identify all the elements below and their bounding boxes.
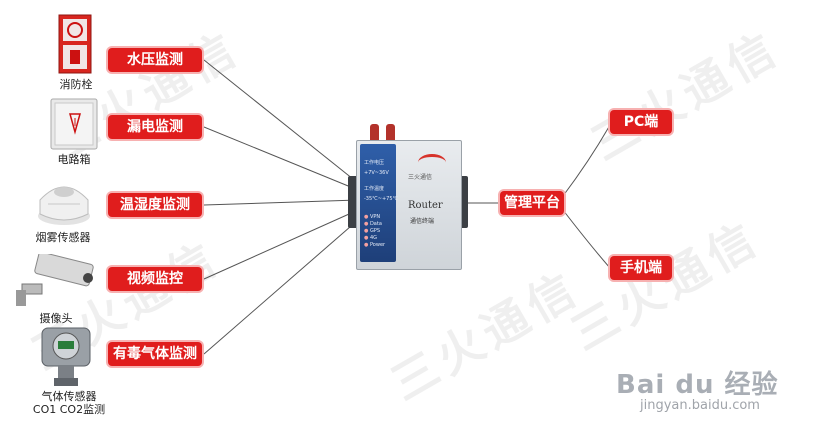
device-label: 电路箱 xyxy=(57,153,91,166)
line-temp-humidity xyxy=(203,199,359,206)
device-label: 烟雾传感器 xyxy=(35,231,91,244)
device-label-line2: CO1 CO2监测 xyxy=(32,403,106,416)
led-4g: ● 4G xyxy=(364,235,378,241)
line-gas xyxy=(203,219,359,355)
router-model: Router xyxy=(408,200,443,211)
tag-water-pressure: 水压监测 xyxy=(108,48,202,72)
tag-temp-humidity: 温湿度监测 xyxy=(108,193,202,217)
baidu-logo: Bai du 经验 xyxy=(616,370,779,400)
tag-management-platform: 管理平台 xyxy=(500,191,564,215)
router-logo-icon xyxy=(418,154,446,171)
electrical-box-icon xyxy=(50,98,98,154)
device-label-line1: 气体传感器 xyxy=(41,390,97,403)
tag-video: 视频监控 xyxy=(108,267,202,291)
baidu-url: jingyan.baidu.com xyxy=(640,398,760,413)
router-spec-2-value: -35℃~+75℃ xyxy=(364,196,399,202)
camera-icon xyxy=(14,251,96,312)
router-spec-1-value: +7V~36V xyxy=(364,170,389,176)
smoke-detector-icon xyxy=(36,178,92,230)
antenna-icon xyxy=(370,124,379,142)
tag-mobile: 手机端 xyxy=(610,256,672,280)
router-mount-right xyxy=(458,176,468,228)
device-label: 消防栓 xyxy=(59,78,93,91)
gas-sensor-icon xyxy=(38,326,94,392)
router-spec-2: 工作温度 xyxy=(364,186,385,192)
router-device: 工作电压 +7V~36V 工作温度 -35℃~+75℃ ● VPN ● Data… xyxy=(348,140,468,270)
router-spec-1: 工作电压 xyxy=(364,160,385,166)
tag-leakage: 漏电监测 xyxy=(108,115,202,139)
line-mobile xyxy=(562,209,611,269)
led-gps: ● GPS xyxy=(364,228,381,234)
device-label: 气体传感器 CO1 CO2监测 xyxy=(24,390,114,416)
device-label: 摄像头 xyxy=(39,312,73,325)
led-power: ● Power xyxy=(364,242,386,248)
tag-gas: 有毒气体监测 xyxy=(108,342,202,366)
router-subtitle: 通信终端 xyxy=(410,218,435,225)
tag-pc: PC端 xyxy=(610,110,672,134)
antenna-icon xyxy=(386,124,395,142)
router-front-panel xyxy=(360,144,396,262)
fire-hydrant-cabinet-icon xyxy=(58,14,92,78)
router-mount-left xyxy=(348,176,358,228)
led-vpn: ● VPN xyxy=(364,214,381,220)
line-video xyxy=(203,209,359,280)
line-water-pressure xyxy=(203,59,359,184)
led-data: ● Data xyxy=(364,221,382,227)
line-leakage xyxy=(203,126,359,191)
line-pc xyxy=(562,124,611,197)
router-brand: 三火通信 xyxy=(408,174,433,181)
router-led-list: ● VPN ● Data ● GPS ● 4G ● Power xyxy=(364,214,385,249)
